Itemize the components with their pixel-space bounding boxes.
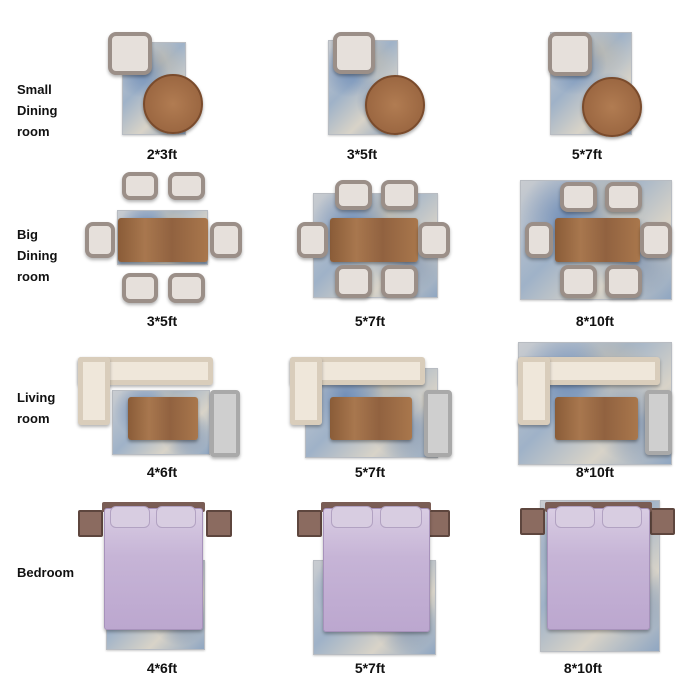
chair xyxy=(168,273,205,303)
loveseat xyxy=(210,390,240,457)
loveseat xyxy=(424,390,452,457)
size-label: 8*10ft xyxy=(575,313,615,329)
chair xyxy=(418,222,450,258)
pillow xyxy=(380,506,422,528)
chair xyxy=(560,265,597,298)
dining-table xyxy=(330,397,412,440)
size-label: 5*7ft xyxy=(571,146,603,162)
pillow xyxy=(110,506,150,528)
label-line: Dining xyxy=(17,248,58,263)
sectional-sofa xyxy=(78,357,110,425)
chair xyxy=(210,222,242,258)
chair xyxy=(122,172,158,200)
loveseat xyxy=(645,390,672,455)
size-label: 4*6ft xyxy=(146,660,178,676)
chair xyxy=(560,182,597,212)
size-label: 5*7ft xyxy=(354,660,386,676)
chair xyxy=(85,222,115,258)
pillow xyxy=(156,506,196,528)
bed xyxy=(547,508,650,630)
nightstand xyxy=(520,508,545,535)
label-line: Big xyxy=(17,227,38,242)
nightstand xyxy=(650,508,675,535)
chair xyxy=(335,265,372,298)
size-label: 5*7ft xyxy=(354,464,386,480)
label-line: Bedroom xyxy=(17,565,75,580)
chair xyxy=(108,32,152,75)
dining-table xyxy=(118,218,208,262)
headboard xyxy=(545,502,652,512)
sectional-sofa xyxy=(518,357,550,425)
chair xyxy=(122,273,158,303)
size-label: 3*5ft xyxy=(346,146,378,162)
row-label-living: Living room xyxy=(17,387,55,429)
chair xyxy=(335,180,372,210)
headboard xyxy=(102,502,205,512)
size-label: 3*5ft xyxy=(146,313,178,329)
size-label: 5*7ft xyxy=(354,313,386,329)
nightstand xyxy=(206,510,232,537)
sectional-sofa xyxy=(290,357,322,425)
round-table xyxy=(143,74,203,134)
nightstand xyxy=(78,510,103,537)
bed xyxy=(104,508,203,630)
pillow xyxy=(331,506,373,528)
chair xyxy=(381,180,418,210)
chair xyxy=(333,32,375,74)
nightstand xyxy=(297,510,322,537)
size-label: 2*3ft xyxy=(146,146,178,162)
dining-table xyxy=(555,218,640,262)
dining-table xyxy=(555,397,638,440)
dining-table xyxy=(128,397,198,440)
size-label: 4*6ft xyxy=(146,464,178,480)
pillow xyxy=(555,506,595,528)
chair xyxy=(605,182,642,212)
pillow xyxy=(602,506,642,528)
dining-table xyxy=(330,218,418,262)
label-line: room xyxy=(17,269,50,284)
headboard xyxy=(321,502,431,512)
chair xyxy=(525,222,553,258)
row-label-big-dining: Big Dining room xyxy=(17,224,57,287)
label-line: room xyxy=(17,124,50,139)
label-line: Dining xyxy=(17,103,58,118)
chair xyxy=(297,222,328,258)
chair xyxy=(168,172,205,200)
chair xyxy=(381,265,418,298)
round-table xyxy=(582,77,642,137)
row-label-bedroom: Bedroom xyxy=(17,562,74,583)
bed xyxy=(323,508,430,632)
label-line: Small xyxy=(17,82,52,97)
chair xyxy=(640,222,672,258)
row-label-small-dining: Small Dining room xyxy=(17,79,57,142)
label-line: room xyxy=(17,411,50,426)
chair xyxy=(548,32,592,76)
size-label: 8*10ft xyxy=(563,660,603,676)
chair xyxy=(605,265,642,298)
round-table xyxy=(365,75,425,135)
size-label: 8*10ft xyxy=(575,464,615,480)
label-line: Living xyxy=(17,390,56,405)
